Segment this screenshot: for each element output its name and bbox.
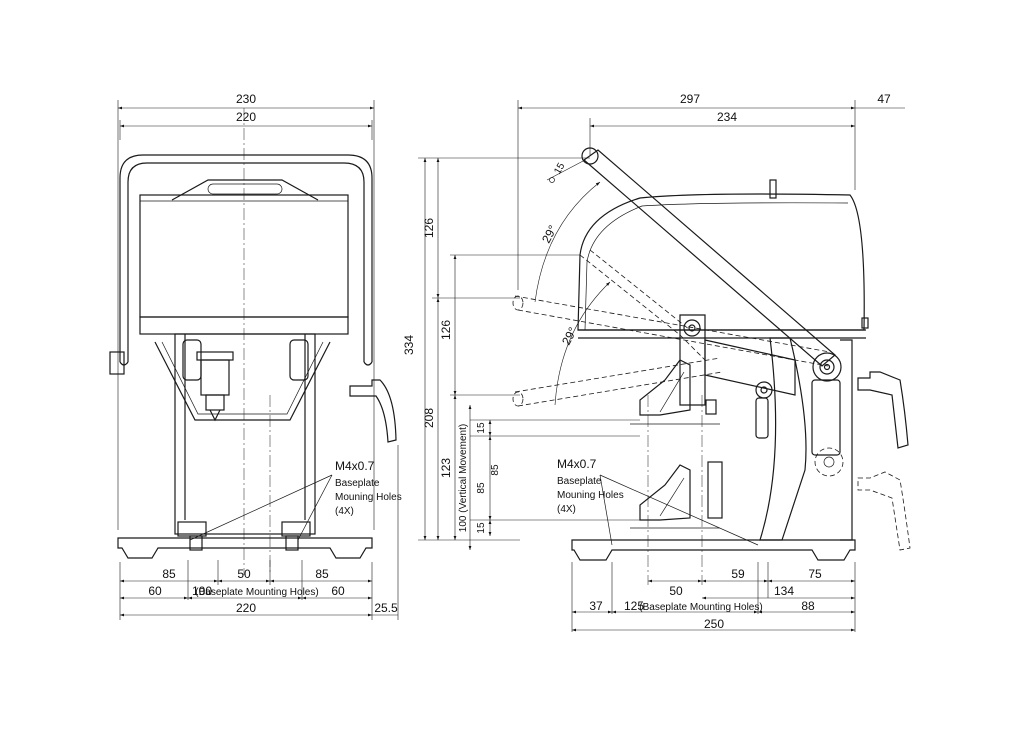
dim-25-5: 25.5 <box>374 601 398 615</box>
dim-85-left-v: 85 <box>476 482 487 494</box>
dim-85-right: 85 <box>315 567 329 581</box>
front-view: 230 220 85 50 85 60 100 (Baseplate Mount… <box>109 92 402 620</box>
dim-85-right-v: 85 <box>490 464 501 476</box>
front-lever <box>349 379 397 443</box>
dim-angle-upper: 29° <box>539 223 560 246</box>
dim-134: 134 <box>774 584 794 598</box>
side-callout-line2: Mouning Holes <box>557 490 624 501</box>
side-lever-upper <box>857 371 909 449</box>
front-grip <box>171 179 319 201</box>
dim-126-mid: 126 <box>439 320 453 340</box>
dim-220-base: 220 <box>236 601 256 615</box>
front-callout: M4x0.7 Baseplate Mouning Holes (4X) <box>335 459 402 517</box>
side-baseplate-label: (Baseplate Mounting Holes) <box>639 602 762 613</box>
front-callout-line3: (4X) <box>335 506 354 517</box>
dim-234: 234 <box>717 110 737 124</box>
dim-15-bottom: 15 <box>476 522 487 534</box>
side-arm <box>583 149 836 367</box>
side-column <box>759 337 807 541</box>
side-baseplate <box>571 539 856 561</box>
dim-230: 230 <box>236 92 256 106</box>
side-callout-line3: (4X) <box>557 504 576 515</box>
dim-123: 123 <box>439 458 453 478</box>
side-callout-thread: M4x0.7 <box>557 457 597 471</box>
side-head-housing <box>577 193 865 331</box>
dim-250: 250 <box>704 617 724 631</box>
front-handle-outer <box>119 154 373 362</box>
dim-37: 37 <box>589 599 603 613</box>
dim-59: 59 <box>731 567 745 581</box>
dim-50-side: 50 <box>669 584 683 598</box>
dim-50-center: 50 <box>237 567 251 581</box>
dim-125: 125 <box>624 599 644 613</box>
front-baseplate-label: (Baseplate Mounting Holes) <box>195 587 318 598</box>
dim-88: 88 <box>801 599 815 613</box>
dim-297: 297 <box>680 92 700 106</box>
dim-75: 75 <box>808 567 822 581</box>
side-callout-line1: Baseplate <box>557 476 602 487</box>
front-callout-line2: Mouning Holes <box>335 492 402 503</box>
side-callout: M4x0.7 Baseplate Mouning Holes (4X) <box>557 457 624 515</box>
dim-vertical-movement: 100 (Vertical Movement) <box>458 424 469 532</box>
front-callout-thread: M4x0.7 <box>335 459 375 473</box>
dim-126-top: 126 <box>422 218 436 238</box>
dim-r15: 15 <box>552 161 567 177</box>
front-handle-inner <box>127 162 365 362</box>
front-baseplate <box>117 537 373 559</box>
dim-60-right: 60 <box>331 584 345 598</box>
dim-100: 100 <box>192 584 212 598</box>
dim-334: 334 <box>402 335 416 355</box>
dim-220-top: 220 <box>236 110 256 124</box>
dim-60-left: 60 <box>148 584 162 598</box>
dim-47: 47 <box>877 92 891 106</box>
dim-angle-lower: 29° <box>559 325 580 348</box>
front-callout-line1: Baseplate <box>335 478 380 489</box>
side-view: 297 47 234 15 29° 29° 126 334 126 208 12… <box>402 92 911 632</box>
dim-15-top: 15 <box>476 422 487 434</box>
dim-208: 208 <box>422 408 436 428</box>
front-column <box>174 333 316 535</box>
dim-85-left: 85 <box>162 567 176 581</box>
